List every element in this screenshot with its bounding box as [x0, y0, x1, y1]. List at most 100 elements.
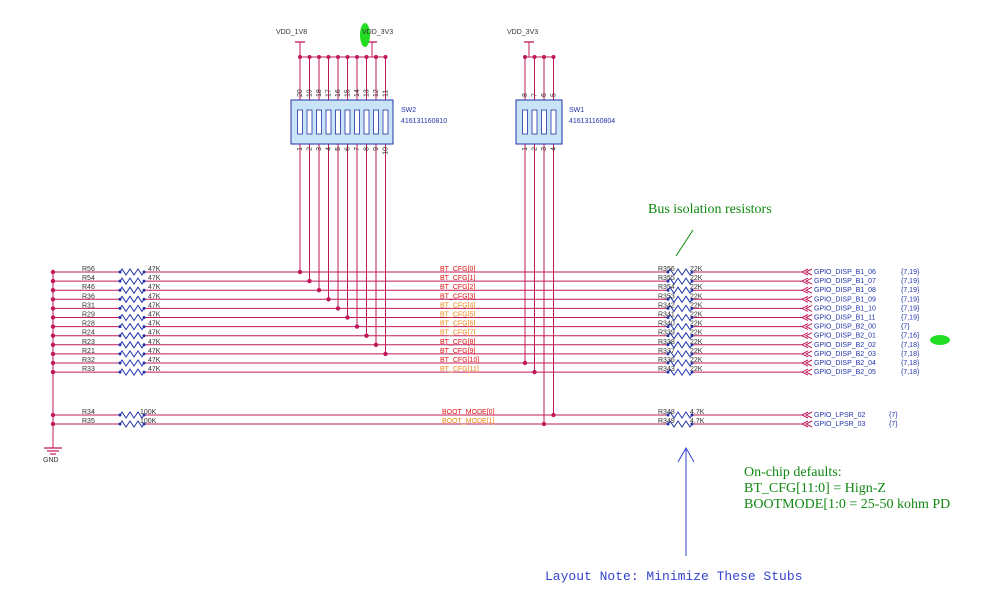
bus-isolation-resistor — [667, 331, 693, 340]
net-label: BT_CFG[0] — [440, 266, 475, 273]
bus-resistor-value: 22K — [690, 312, 703, 319]
net-label: BT_CFG[7] — [440, 330, 475, 337]
bus-resistor-value: 22K — [690, 293, 703, 300]
bus-isolation-resistor — [667, 277, 693, 286]
bus-isolation-resistor-pin-a — [666, 325, 670, 329]
sw2-toggle — [373, 109, 379, 135]
sw2-row-junction — [373, 342, 379, 347]
boot-pulldown-resistor — [119, 420, 145, 428]
bus-isolation-resistor-pin-b — [690, 270, 694, 274]
bus-resistor-ref: R340 — [658, 321, 675, 328]
bus-resistor-value: 22K — [690, 348, 703, 355]
page-ref: {7,19} — [901, 296, 920, 303]
bus-resistor-value: 22K — [690, 357, 703, 364]
bus-isolation-resistor-pin-b — [690, 306, 694, 310]
bus-isolation-resistor — [667, 268, 693, 276]
pulldown-resistor-pin-b — [142, 325, 146, 329]
pulldown-resistor-pin-a — [118, 279, 122, 283]
sw2-bottom-pin-number: 9 — [373, 147, 380, 151]
sw2-bottom-pin-number: 6 — [345, 147, 352, 151]
bus-isolation-resistor-pin-b — [690, 297, 694, 301]
bus-resistor-ref: R353 — [658, 293, 675, 300]
pulldown-resistor-pin-a — [118, 343, 122, 347]
sw1-top-pin-number: 7 — [532, 93, 539, 97]
resistor-ref: R29 — [82, 312, 95, 319]
bus-resistor-value: 22K — [690, 275, 703, 282]
bus-resistor-ref: R343 — [658, 366, 675, 373]
bus-resistor-value: 22K — [690, 339, 703, 346]
vdd-3v3-label-sw1: VDD_3V3 — [507, 29, 538, 36]
bus-isolation-resistor-pin-b — [690, 352, 694, 356]
sw1-top-pin-number: 5 — [551, 93, 558, 97]
bus-isolation-resistor-pin-b — [690, 288, 694, 292]
page-ref: {7,19} — [901, 315, 920, 322]
pulldown-resistor-pin-b — [142, 270, 146, 274]
resistor-value: 47K — [148, 339, 161, 346]
gpio-name: GPIO_DISP_B1_06 — [814, 269, 876, 276]
pulldown-resistor-pin-a — [118, 306, 122, 310]
net-label: BT_CFG[9] — [440, 348, 475, 355]
junction-dot — [50, 412, 56, 418]
junction-dot — [50, 315, 56, 320]
sw1-top-pin-number: 6 — [541, 93, 548, 97]
pulldown-resistor-pin-b — [142, 297, 146, 301]
sw1-ref: SW1 — [569, 107, 584, 114]
offpage-connector — [804, 411, 813, 419]
gpio-name: GPIO_DISP_B2_01 — [814, 333, 876, 340]
boot-resistor-ref: R35 — [82, 418, 95, 425]
gpio-name: GPIO_DISP_B1_11 — [814, 315, 875, 322]
page-ref: {7,18} — [901, 351, 920, 358]
offpage-connector — [800, 304, 809, 312]
highlight-marker — [930, 335, 950, 345]
sw1-toggle — [531, 109, 538, 135]
sw2-top-pin-number: 15 — [345, 89, 352, 97]
pulldown-resistor — [119, 304, 145, 313]
sw1-row-junction — [532, 369, 537, 375]
sw2-top-pin-number: 20 — [297, 89, 304, 97]
offpage-connector — [804, 314, 813, 321]
sw2-top-pin-number: 16 — [335, 89, 342, 97]
sw2-top-pin-number: 11 — [383, 90, 390, 97]
bus-isolation-resistor-pin-b — [690, 316, 694, 319]
bus-isolation-resistor-pin-b — [690, 361, 694, 365]
bus-isolation-note: Bus isolation resistors — [648, 202, 772, 217]
sw2-row-junction — [354, 324, 360, 329]
resistor-ref: R28 — [82, 321, 95, 328]
page-ref: {7,19} — [901, 287, 920, 294]
bus-isolation-resistor-pin-a — [666, 370, 670, 374]
page-ref: {7} — [889, 421, 898, 428]
junction-dot — [50, 333, 56, 338]
pulldown-resistor — [119, 277, 145, 286]
resistor-ref: R31 — [82, 302, 95, 309]
offpage-connector — [800, 268, 809, 276]
sw2-top-pin-number: 19 — [307, 89, 314, 97]
bus-isolation-resistor-pin-a — [666, 288, 670, 292]
net-label: BT_CFG[6] — [440, 321, 475, 328]
bus-isolation-resistor — [667, 368, 693, 377]
bus-isolation-resistor-pin-a — [666, 361, 670, 365]
boot-pulldown-resistor — [119, 411, 145, 419]
sw1-part: 416131160804 — [569, 118, 615, 125]
sw2-toggle — [382, 109, 389, 135]
bus-resistor-ref: R338 — [658, 339, 675, 346]
sw2-top-pin-number: 17 — [326, 89, 333, 97]
page-ref: {7} — [901, 324, 910, 331]
bus-resistor-ref: R341 — [658, 312, 675, 319]
page-ref: {7,19} — [901, 269, 920, 276]
gpio-name: GPIO_DISP_B1_08 — [814, 287, 876, 294]
offpage-connector — [804, 277, 813, 285]
resistor-ref: R46 — [82, 284, 95, 291]
sw2-toggle — [344, 109, 351, 135]
pulldown-resistor-pin-a — [118, 334, 122, 338]
vdd-1v8-label: VDD_1V8 — [276, 29, 307, 36]
bus-isolation-resistor-pin-b — [690, 279, 694, 283]
gpio-name: GPIO_DISP_B2_00 — [814, 324, 876, 331]
bus-isolation-resistor — [667, 340, 693, 349]
pulldown-resistor-pin-a — [118, 325, 122, 329]
resistor-ref: R54 — [82, 275, 95, 282]
layout-note-arrow-head — [677, 446, 695, 463]
gpio-name: GPIO_DISP_B2_04 — [814, 360, 876, 367]
sw2-row-junction — [326, 297, 331, 302]
offpage-connector — [800, 359, 809, 367]
